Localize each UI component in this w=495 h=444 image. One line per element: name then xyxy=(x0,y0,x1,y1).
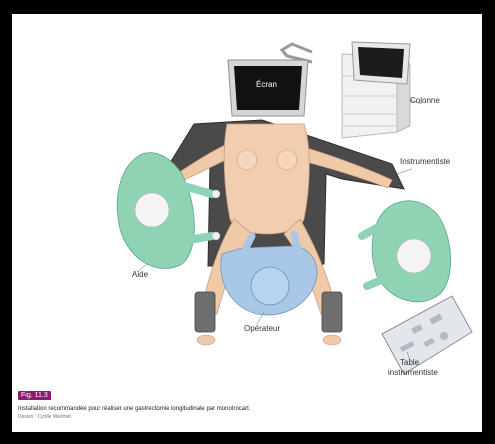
label-operator: Opérateur xyxy=(244,324,280,333)
label-instrument-table-line1: Table xyxy=(400,358,419,367)
instrumentalist-figure xyxy=(362,201,451,302)
figure-caption: Fig. 11.3 Installation recommandée pour … xyxy=(18,384,476,420)
label-instrument-table-line2: instrumentiste xyxy=(388,368,438,377)
figure-number: Fig. 11.3 xyxy=(18,391,51,400)
label-column: Colonne xyxy=(410,96,440,105)
column-monitor xyxy=(352,42,410,84)
figure-page: Écran Colonne Instrumentiste Aide Opérat… xyxy=(12,14,482,432)
label-screen: Écran xyxy=(256,80,277,89)
label-assistant: Aide xyxy=(132,270,148,279)
figure-credit: Dessin : Cyrille Martinet. xyxy=(18,414,476,420)
instrument-table xyxy=(382,296,472,374)
label-instrumentalist: Instrumentiste xyxy=(400,157,450,166)
figure-caption-text: Installation recommandée pour réaliser u… xyxy=(18,406,476,413)
monitor-arm xyxy=(282,44,312,62)
